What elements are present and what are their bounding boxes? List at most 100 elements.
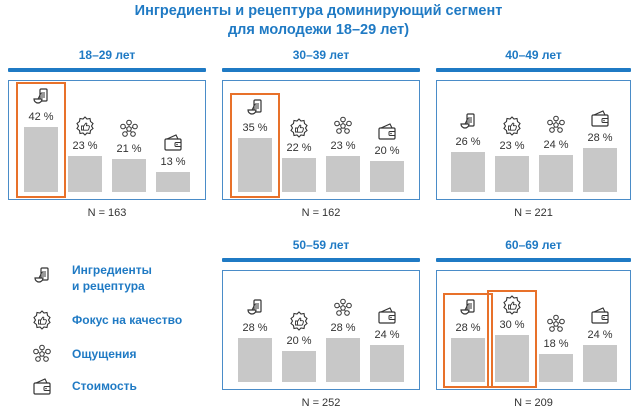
value-label: 22 % bbox=[286, 142, 312, 154]
highlight-frame bbox=[16, 82, 66, 198]
sample-size-label: N = 221 bbox=[514, 207, 553, 219]
value-label: 35 % bbox=[242, 122, 268, 134]
value-label: 28 % bbox=[242, 322, 268, 334]
highlight-frame bbox=[487, 290, 537, 388]
sensation-icon bbox=[120, 119, 138, 137]
value-label: 23 % bbox=[499, 140, 525, 152]
panel-title-underline bbox=[222, 258, 420, 262]
legend-label-quality: Фокус на качество bbox=[72, 313, 183, 327]
chart-title-line1: Ингредиенты и рецептура доминирующий сег… bbox=[134, 3, 503, 19]
panel-4: 50–59 лет 28 % 20 % 28 % 24 % N = 252 bbox=[222, 238, 420, 413]
bar-sensation bbox=[326, 156, 360, 192]
value-label: 13 % bbox=[160, 156, 186, 168]
bar-sensation bbox=[326, 338, 360, 382]
ingredients-icon bbox=[34, 267, 49, 283]
panel-title-underline bbox=[8, 68, 206, 72]
ingredients-icon bbox=[247, 299, 262, 315]
panel-frame bbox=[8, 80, 206, 200]
panel-frame bbox=[222, 270, 420, 390]
panel-1: 18–29 лет 42 % 23 % 21 % 13 % N = 163 bbox=[8, 48, 206, 223]
value-label: 18 % bbox=[543, 338, 569, 350]
panel-title-underline bbox=[436, 68, 631, 72]
sensation-icon bbox=[334, 298, 352, 316]
value-label: 23 % bbox=[330, 140, 356, 152]
sample-size-label: N = 163 bbox=[87, 207, 127, 219]
legend-label-line1: Ингредиенты bbox=[72, 263, 152, 277]
panel-title: 18–29 лет bbox=[78, 48, 136, 62]
sensation-icon bbox=[33, 344, 51, 362]
sample-size-label: N = 209 bbox=[514, 397, 553, 409]
value-label: 42 % bbox=[28, 111, 54, 123]
value-label: 28 % bbox=[455, 322, 481, 334]
wallet-icon bbox=[33, 378, 51, 395]
chart-title-line2: для молодежи 18–29 лет) bbox=[227, 22, 410, 38]
bar-quality bbox=[68, 156, 102, 192]
bar-sensation bbox=[539, 155, 573, 192]
sensation-icon bbox=[334, 116, 352, 134]
sample-size-label: N = 162 bbox=[301, 207, 341, 219]
value-label: 21 % bbox=[116, 143, 142, 155]
panel-5: 60–69 лет 28 % 30 % 18 % 24 % N = 209 bbox=[436, 238, 631, 413]
quality-icon bbox=[33, 310, 51, 330]
ingredients-icon bbox=[247, 99, 262, 115]
bar-wallet bbox=[156, 172, 190, 192]
ingredients-icon bbox=[460, 113, 475, 129]
value-label: 28 % bbox=[330, 322, 356, 334]
panel-title-underline bbox=[436, 258, 631, 262]
bar-wallet bbox=[370, 345, 404, 382]
bar-sensation bbox=[539, 354, 573, 382]
panel-frame bbox=[436, 270, 631, 390]
bar-wallet bbox=[583, 148, 617, 192]
sample-size-label: N = 252 bbox=[301, 397, 341, 409]
bar-quality bbox=[282, 351, 316, 382]
wallet-icon bbox=[591, 307, 609, 324]
quality-icon bbox=[503, 116, 521, 136]
wallet-icon bbox=[591, 110, 609, 127]
value-label: 30 % bbox=[499, 319, 525, 331]
legend-label-sensation: Ощущения bbox=[72, 347, 137, 361]
bar-ingredients bbox=[238, 138, 272, 192]
panel-title-underline bbox=[222, 68, 420, 72]
sensation-icon bbox=[547, 115, 565, 133]
highlight-frame bbox=[443, 293, 493, 388]
bar-ingredients bbox=[238, 338, 272, 382]
quality-icon bbox=[290, 311, 308, 331]
panel-frame bbox=[436, 80, 631, 200]
wallet-icon bbox=[378, 307, 396, 324]
legend-label-cost: Стоимость bbox=[72, 379, 137, 393]
value-label: 23 % bbox=[72, 140, 98, 152]
bar-sensation bbox=[112, 159, 146, 192]
panel-title: 50–59 лет bbox=[292, 238, 350, 252]
panel-2: 30–39 лет 35 % 22 % 23 % 20 % N = 162 bbox=[222, 48, 420, 223]
value-label: 28 % bbox=[587, 132, 613, 144]
sensation-icon bbox=[547, 314, 565, 332]
panel-title: 40–49 лет bbox=[505, 48, 562, 62]
value-label: 24 % bbox=[587, 329, 613, 341]
panel-frame bbox=[222, 80, 420, 200]
value-label: 20 % bbox=[374, 145, 400, 157]
value-label: 24 % bbox=[543, 139, 569, 151]
legend-label-line2: и рецептура bbox=[72, 279, 145, 293]
bar-wallet bbox=[583, 345, 617, 382]
value-label: 24 % bbox=[374, 329, 400, 341]
value-label: 26 % bbox=[455, 136, 481, 148]
panel-title: 30–39 лет bbox=[292, 48, 350, 62]
ingredients-icon bbox=[33, 88, 48, 104]
quality-icon bbox=[503, 295, 521, 315]
quality-icon bbox=[290, 118, 308, 138]
bar-wallet bbox=[370, 161, 404, 192]
ingredients-icon bbox=[460, 299, 475, 315]
wallet-icon bbox=[378, 123, 396, 140]
bar-quality bbox=[495, 156, 529, 192]
quality-icon bbox=[76, 116, 94, 136]
panel-3: 40–49 лет 26 % 23 % 24 % 28 % N = 221 bbox=[436, 48, 631, 223]
value-label: 20 % bbox=[286, 335, 312, 347]
bar-ingredients bbox=[451, 338, 485, 382]
bar-ingredients bbox=[451, 152, 485, 192]
panel-title: 60–69 лет bbox=[505, 238, 562, 252]
bar-quality bbox=[495, 335, 529, 382]
wallet-icon bbox=[164, 134, 182, 151]
bar-quality bbox=[282, 158, 316, 192]
bar-ingredients bbox=[24, 127, 58, 192]
highlight-frame bbox=[230, 93, 280, 198]
